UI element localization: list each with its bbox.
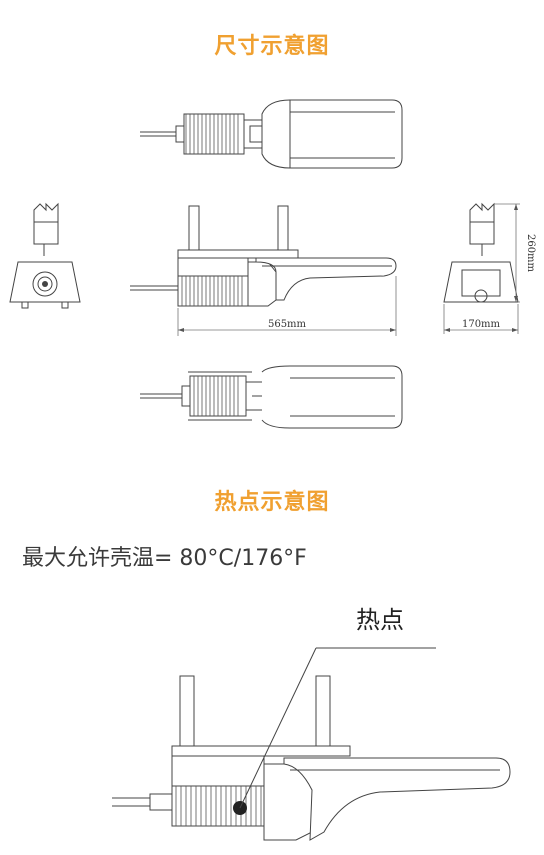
hotspot-label: 热点 [356, 606, 404, 634]
width-dimension: 170mm [462, 319, 501, 330]
hotspot-drawing [112, 647, 511, 841]
length-dimension: 565mm [268, 319, 307, 330]
top-view-drawing [140, 99, 403, 169]
rear-end-view-drawing: 260mm 170mm [443, 202, 536, 334]
height-dimension: 260mm [525, 234, 536, 273]
hotspot-diagram-title: 热点示意图 [214, 490, 330, 515]
max-case-temperature: 最大允许壳温= 80°C/176°F [22, 546, 307, 571]
front-end-view-drawing [9, 202, 81, 309]
side-view-drawing: 565mm [130, 205, 397, 336]
dimension-diagram-title: 尺寸示意图 [214, 34, 330, 59]
bottom-view-drawing [140, 365, 403, 429]
